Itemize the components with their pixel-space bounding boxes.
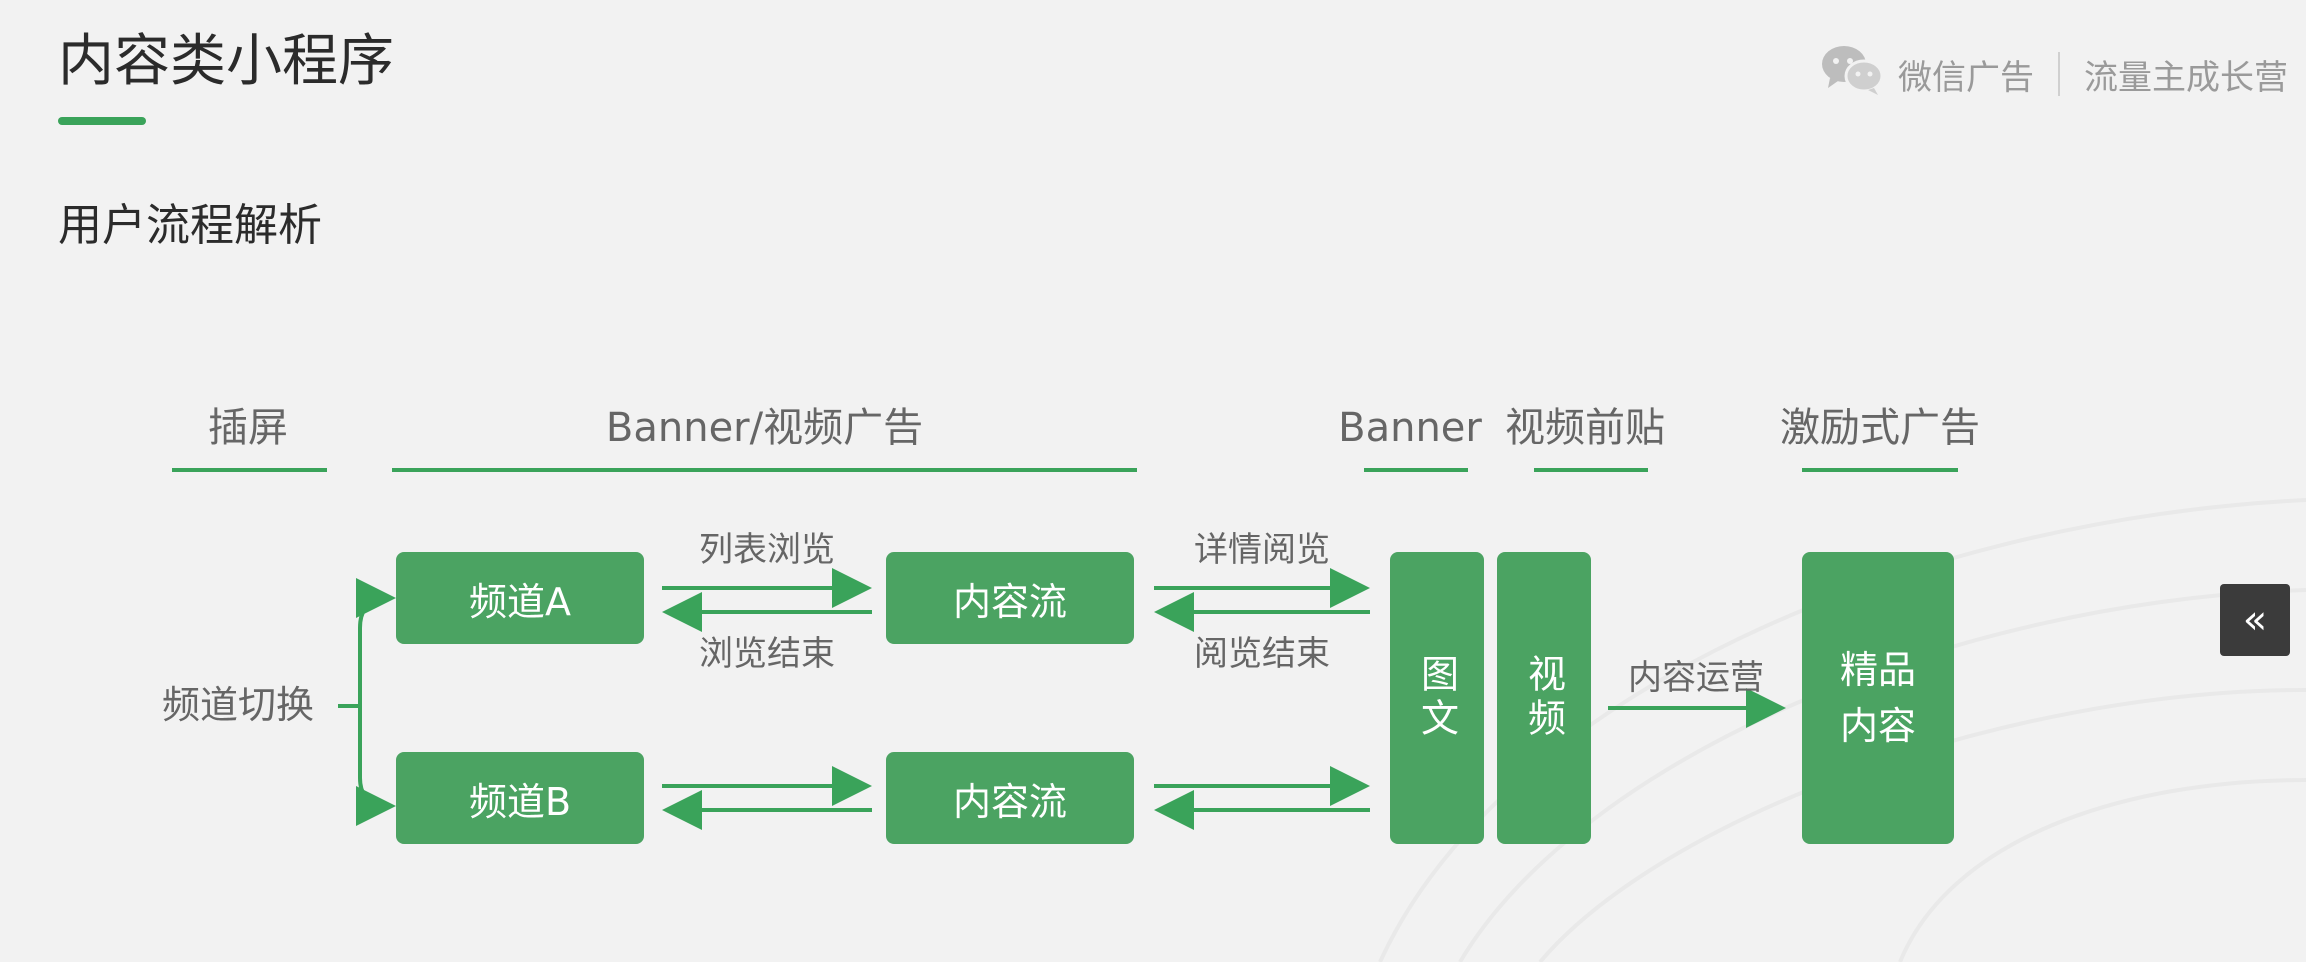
brand-wechat-ads: 微信广告 (1898, 57, 2034, 98)
premium-line-1: 精品 (1839, 648, 1916, 692)
brand-divider (2058, 52, 2060, 96)
title-underline (58, 117, 146, 125)
channel-b-box: 频道B (396, 752, 644, 844)
category-rewarded: 激励式广告 (1780, 405, 1980, 451)
switch-bracket (358, 596, 391, 808)
section-title: 用户流程解析 (58, 200, 322, 251)
category-banner-video: Banner/视频广告 (605, 405, 924, 451)
label-read-end: 阅览结束 (1194, 634, 1330, 674)
label-content-ops: 内容运营 (1628, 658, 1764, 698)
category-banner-video-line (392, 468, 1137, 472)
double-chevron-left-icon: « (2242, 597, 2268, 643)
category-video-preroll: 视频前贴 (1505, 405, 1665, 451)
premium-line-2: 内容 (1839, 704, 1916, 748)
category-banner-line (1364, 468, 1468, 472)
channel-a-box: 频道A (396, 552, 644, 644)
category-interstitial-line (172, 468, 327, 472)
content-stream-a-box: 内容流 (886, 552, 1134, 644)
video-box: 视频 (1497, 552, 1591, 844)
brand-growth-camp: 流量主成长营 (2084, 57, 2288, 98)
category-rewarded-line (1802, 468, 1958, 472)
category-interstitial: 插屏 (208, 405, 288, 451)
image-text-box: 图文 (1390, 552, 1484, 844)
label-read-detail: 详情阅览 (1194, 530, 1330, 570)
channel-switch-label: 频道切换 (162, 683, 315, 727)
category-video-preroll-line (1534, 468, 1648, 472)
category-banner: Banner (1338, 405, 1482, 451)
collapse-panel-button[interactable]: « (2220, 584, 2290, 656)
label-browse-list: 列表浏览 (699, 530, 835, 570)
wechat-icon (1820, 44, 1884, 105)
content-stream-b-box: 内容流 (886, 752, 1134, 844)
brand-header: 微信广告 流量主成长营 (1820, 44, 2288, 104)
page-title: 内容类小程序 (58, 29, 394, 94)
label-browse-end: 浏览结束 (699, 634, 835, 674)
premium-content-box: 精品 内容 (1802, 552, 1954, 844)
